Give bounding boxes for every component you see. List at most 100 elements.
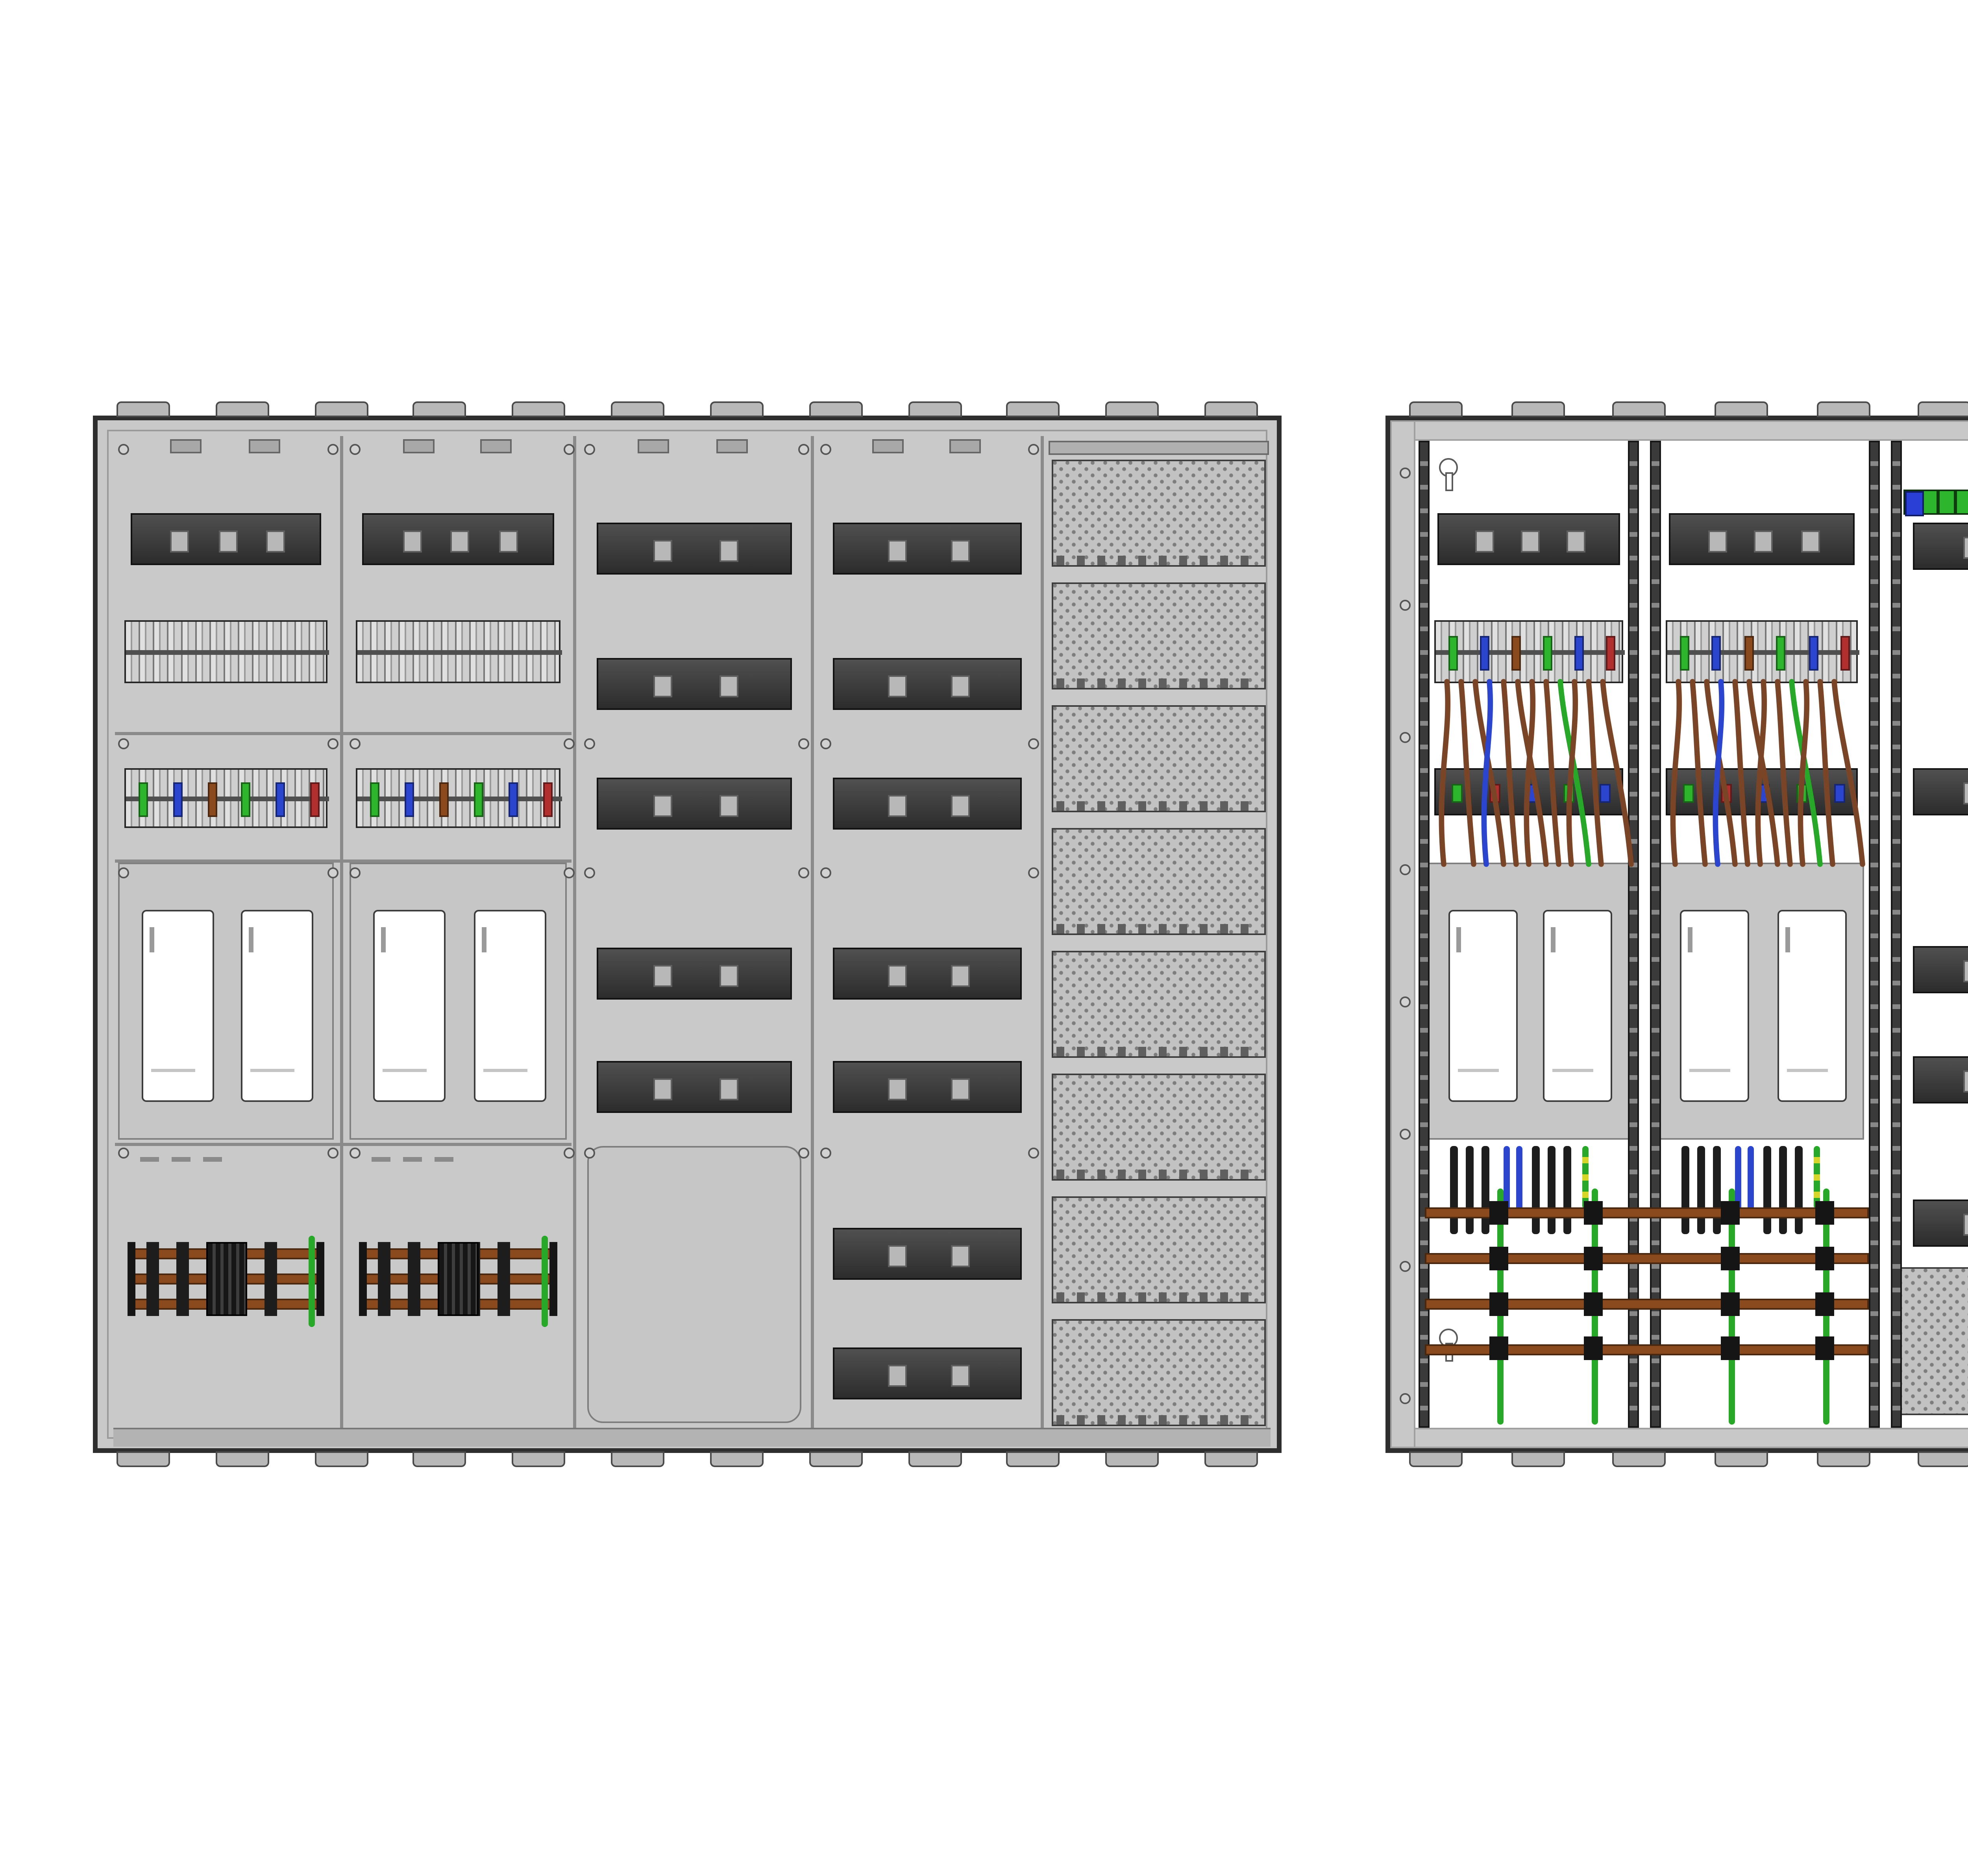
vent-slot bbox=[403, 1157, 422, 1162]
keyhole-slot bbox=[1445, 472, 1453, 491]
field-divider bbox=[811, 436, 814, 1439]
din-rail-strip bbox=[1913, 946, 1968, 993]
field-hdivider bbox=[115, 732, 572, 735]
blue-cable bbox=[1516, 1146, 1522, 1218]
din-cover-strip bbox=[597, 523, 792, 575]
screw bbox=[1400, 1261, 1411, 1272]
din-rail-strip bbox=[1913, 523, 1968, 570]
strip-slot bbox=[888, 1244, 907, 1266]
strip-slot bbox=[951, 1364, 970, 1386]
screw bbox=[1028, 867, 1039, 878]
strip-slot bbox=[888, 675, 907, 697]
footer-band bbox=[113, 1428, 1271, 1447]
din-rail-strip bbox=[1913, 1056, 1968, 1103]
blank-door bbox=[587, 1146, 801, 1423]
strip-slot bbox=[888, 964, 907, 986]
terminal-fleck bbox=[543, 783, 553, 817]
device-indicator bbox=[1796, 784, 1807, 803]
mount-tab-bottom bbox=[1714, 1451, 1768, 1467]
black-cable bbox=[1779, 1146, 1787, 1234]
gland-plate bbox=[1897, 1267, 1968, 1415]
device-indicator bbox=[1683, 784, 1694, 803]
plate-teeth bbox=[1056, 556, 1261, 565]
mount-tab-top bbox=[215, 401, 269, 417]
terminal-fleck bbox=[1480, 636, 1489, 671]
meter-window-line bbox=[151, 1069, 195, 1072]
frame-band-bottom bbox=[1390, 1428, 1968, 1448]
screw bbox=[584, 867, 595, 878]
meter-window bbox=[373, 910, 446, 1102]
din-cover-strip bbox=[833, 1061, 1022, 1113]
meter-window-line bbox=[383, 1069, 427, 1072]
screw bbox=[327, 444, 338, 455]
screw bbox=[1028, 738, 1039, 749]
hinge-tab bbox=[717, 439, 749, 453]
device-indicator bbox=[1489, 784, 1500, 803]
black-cable bbox=[1563, 1146, 1571, 1234]
screw bbox=[1028, 1148, 1039, 1159]
strip-slot bbox=[1964, 1070, 1968, 1092]
mount-tab-bottom bbox=[611, 1451, 665, 1467]
mount-tab-top bbox=[1918, 401, 1968, 417]
din-cover-strip bbox=[597, 948, 792, 1000]
pe-strip-endcap bbox=[1905, 491, 1924, 516]
mount-tab-bottom bbox=[1105, 1451, 1159, 1467]
terminal-fleck bbox=[310, 783, 320, 817]
field-divider bbox=[1041, 436, 1044, 1439]
din-cover-strip bbox=[833, 948, 1022, 1000]
device-rail bbox=[1434, 768, 1623, 815]
meter-panel bbox=[118, 863, 334, 1140]
screw bbox=[350, 1148, 361, 1159]
terminal-fleck bbox=[439, 783, 449, 817]
terminal-fleck bbox=[1840, 636, 1850, 671]
screw bbox=[798, 1148, 809, 1159]
strip-slot bbox=[719, 964, 738, 986]
terminal-fleck bbox=[1448, 636, 1458, 671]
terminal-row bbox=[124, 620, 329, 683]
plate-teeth bbox=[1056, 801, 1261, 811]
perforated-plate bbox=[1052, 1319, 1266, 1426]
mount-tab-top bbox=[1204, 401, 1258, 417]
perforated-plate bbox=[1052, 828, 1266, 935]
terminal-fleck bbox=[1712, 636, 1722, 671]
busbar-clamp bbox=[1584, 1247, 1603, 1270]
mount-tab-top bbox=[1714, 401, 1768, 417]
mount-tab-top bbox=[808, 401, 862, 417]
screw bbox=[1400, 600, 1411, 611]
perf-cap bbox=[1049, 441, 1269, 455]
mounting-rail bbox=[1419, 441, 1430, 1428]
strip-slot bbox=[951, 539, 970, 561]
mounting-rail bbox=[1650, 441, 1661, 1428]
meter-window-slot bbox=[150, 927, 154, 952]
strip-slot bbox=[951, 964, 970, 986]
mount-tab-bottom bbox=[215, 1451, 269, 1467]
terminal-fleck bbox=[1606, 636, 1615, 671]
busbar-clamp bbox=[1815, 1336, 1834, 1360]
terminal-row-line bbox=[126, 797, 329, 801]
mount-tab-bottom bbox=[1613, 1451, 1667, 1467]
strip-slot bbox=[719, 675, 738, 697]
meter-window-slot bbox=[249, 927, 253, 952]
screw bbox=[584, 444, 595, 455]
strip-slot bbox=[1964, 1214, 1968, 1236]
device-indicator bbox=[1759, 784, 1770, 803]
din-cover-strip bbox=[597, 1061, 792, 1113]
din-cover-strip bbox=[833, 1228, 1022, 1280]
strip-slot bbox=[951, 1078, 970, 1100]
black-cable bbox=[1763, 1146, 1771, 1234]
screw bbox=[798, 867, 809, 878]
meter-window bbox=[474, 910, 546, 1102]
perforated-plate bbox=[1052, 951, 1266, 1058]
din-cover-strip bbox=[1437, 513, 1620, 565]
busbar-assembly bbox=[359, 1242, 557, 1316]
busbar-clamp bbox=[1721, 1201, 1740, 1225]
plate-teeth bbox=[1056, 1415, 1261, 1425]
mount-tab-top bbox=[117, 401, 170, 417]
mount-tab-bottom bbox=[1918, 1451, 1968, 1467]
terminal-row bbox=[124, 768, 329, 828]
meter-window bbox=[142, 910, 214, 1102]
strip-slot bbox=[888, 1078, 907, 1100]
device-indicator bbox=[1563, 784, 1574, 803]
